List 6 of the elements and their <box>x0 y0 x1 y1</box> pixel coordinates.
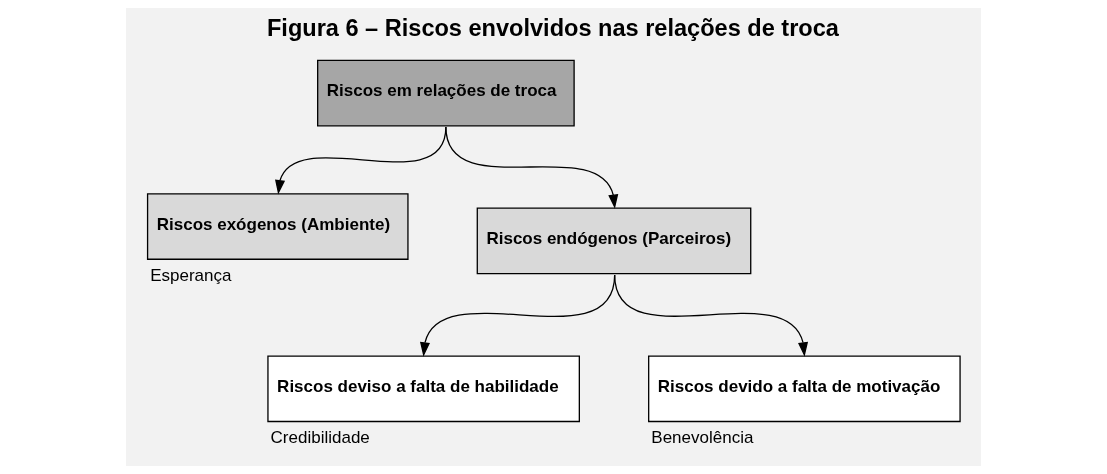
node-label: Benevolência <box>651 427 754 447</box>
arrow <box>445 126 619 209</box>
node-label: Esperança <box>150 265 232 285</box>
node-label: Credibilidade <box>270 427 370 447</box>
arrow <box>614 274 809 357</box>
diagram-title: Figura 6 – Riscos envolvidos nas relações de troca <box>266 15 839 42</box>
